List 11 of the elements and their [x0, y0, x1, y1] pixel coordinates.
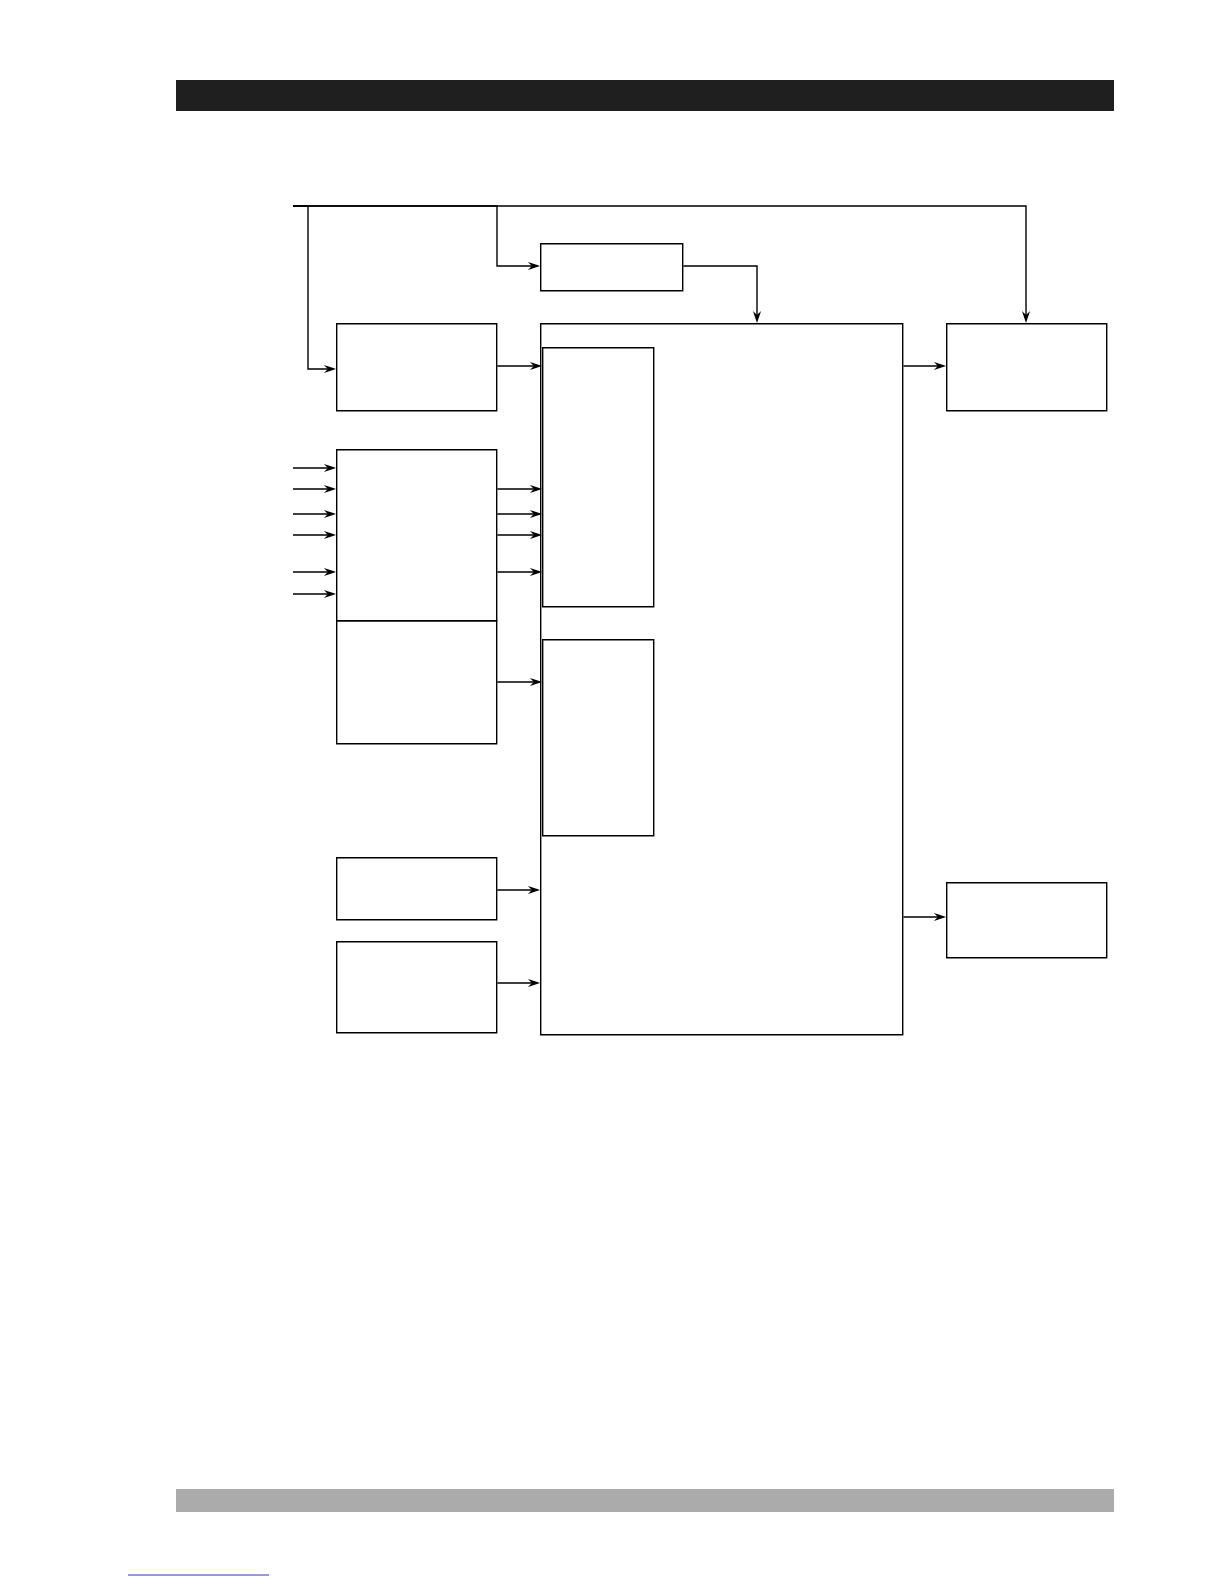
process-box: [336, 620, 498, 745]
process-box: [336, 941, 498, 1034]
process-box: [336, 323, 498, 412]
process-box: [336, 857, 498, 921]
process-box: [946, 323, 1108, 412]
process-box: [946, 882, 1108, 959]
process-box: [540, 243, 684, 292]
inner-block: [542, 347, 655, 608]
inner-block: [542, 639, 655, 837]
process-box: [336, 449, 498, 622]
process-box: [540, 323, 904, 1036]
